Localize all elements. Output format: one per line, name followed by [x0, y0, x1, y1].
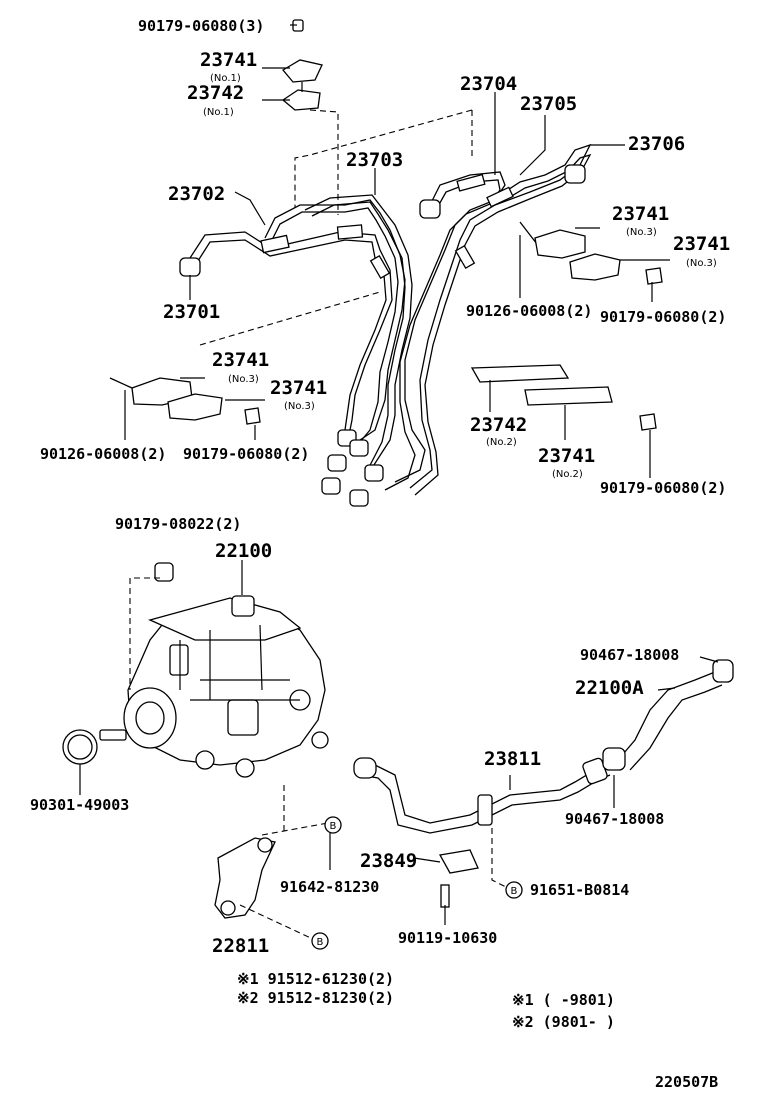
label-22100A: 22100A [575, 677, 644, 699]
bolt-ref-marker-3: B [311, 932, 329, 950]
bracket-22811 [214, 837, 276, 919]
label-23706: 23706 [628, 133, 685, 155]
fuel-pipe-23811 [353, 757, 611, 834]
label-23701: 23701 [163, 301, 220, 323]
clamp-23742-no1-icon [281, 89, 321, 111]
label-23703: 23703 [346, 149, 403, 171]
pipe-nut-23701 [179, 257, 201, 277]
label-23741-no3-right-b-sub: (No.3) [686, 258, 717, 269]
label-23741-no3-left-a: 23741 [212, 349, 269, 371]
label-91651-B0814: 91651-B0814 [530, 881, 629, 899]
label-23811: 23811 [484, 748, 541, 770]
footnote-1: ※1 ( -9801) [512, 991, 615, 1009]
label-90179-08022: 90179-08022(2) [115, 515, 241, 533]
label-23742-no1: 23742 [187, 82, 244, 104]
fuel-hose-22100A [602, 659, 734, 771]
bolt-ref-marker-2: B [505, 881, 523, 899]
drawing-number: 220507B [655, 1073, 718, 1091]
svg-text:B: B [511, 886, 518, 897]
label-23705: 23705 [520, 93, 577, 115]
hose-clamp-icon [712, 659, 734, 683]
label-23741-no3-right-a-sub: (No.3) [626, 227, 657, 238]
label-23702: 23702 [168, 183, 225, 205]
label-23741-no1-sub: (No.1) [210, 73, 241, 84]
label-91512-81230: ※2 91512-81230(2) [237, 989, 394, 1007]
label-90179-06080-right: 90179-06080(2) [600, 308, 726, 326]
label-23742-no1-sub: (No.1) [203, 107, 234, 118]
injection-pump-22100 [99, 595, 329, 778]
label-22100: 22100 [215, 540, 272, 562]
pipe-nut-23704 [419, 199, 441, 219]
label-90179-06080-3: 90179-06080(3) [138, 17, 264, 35]
label-90301-49003: 90301-49003 [30, 796, 129, 814]
label-90467-18008-bottom: 90467-18008 [565, 810, 664, 828]
label-23741-no3-left-a-sub: (No.3) [228, 374, 259, 385]
label-23741-no3-right-b: 23741 [673, 233, 730, 255]
label-90126-06008-left: 90126-06008(2) [40, 445, 166, 463]
bolt-90119-icon [440, 884, 450, 908]
label-23849: 23849 [360, 850, 417, 872]
label-22811: 22811 [212, 935, 269, 957]
bracket-23849 [438, 849, 479, 908]
label-23741-no3-right-a: 23741 [612, 203, 669, 225]
pipe-nut-23706 [564, 164, 586, 184]
label-23742-no2-sub: (No.2) [486, 437, 517, 448]
label-90179-06080-bottom-right: 90179-06080(2) [600, 479, 726, 497]
svg-text:B: B [330, 821, 337, 832]
footnote-2: ※2 (9801- ) [512, 1013, 615, 1031]
label-91642-81230: 91642-81230 [280, 878, 379, 896]
label-90126-06008-right: 90126-06008(2) [466, 302, 592, 320]
clamp-23741-no3-b-icon [167, 393, 223, 421]
bolt-ref-marker-1: B [324, 816, 342, 834]
label-90119-10630: 90119-10630 [398, 929, 497, 947]
clamp-no3-right-set [519, 221, 663, 285]
injection-pipe-bundle [179, 143, 592, 507]
label-23741-no2: 23741 [538, 445, 595, 467]
label-23741-no1: 23741 [200, 49, 257, 71]
label-90179-06080-left: 90179-06080(2) [183, 445, 309, 463]
clamp-no3-left-set [109, 377, 261, 425]
leader-lines [79, 24, 719, 941]
clamp-23741-no1-icon [282, 59, 323, 83]
clamp-no2-set [470, 364, 657, 431]
label-23704: 23704 [460, 73, 517, 95]
clamp-23741-no2-icon [524, 386, 613, 406]
bolt-90126-icon [109, 377, 133, 389]
clamp-23741-no3-icon [534, 229, 586, 259]
label-23742-no2: 23742 [470, 414, 527, 436]
clamp-23742-no2-icon [470, 364, 570, 383]
svg-text:B: B [317, 937, 324, 948]
label-90467-18008-top: 90467-18008 [580, 646, 679, 664]
label-23741-no3-left-b-sub: (No.3) [284, 401, 315, 412]
clamp-no1-set [281, 19, 323, 111]
hose-clamp-icon [602, 747, 626, 771]
label-91512-61230: ※1 91512-61230(2) [237, 970, 394, 988]
grommet-icon [645, 267, 663, 285]
clamp-23741-no3-b-icon [569, 253, 621, 281]
label-23741-no3-left-b: 23741 [270, 377, 327, 399]
grommet-90179-08022-icon [154, 562, 174, 582]
grommet-icon [244, 407, 261, 425]
grommet-icon [639, 413, 657, 431]
label-23741-no2-sub: (No.2) [552, 469, 583, 480]
